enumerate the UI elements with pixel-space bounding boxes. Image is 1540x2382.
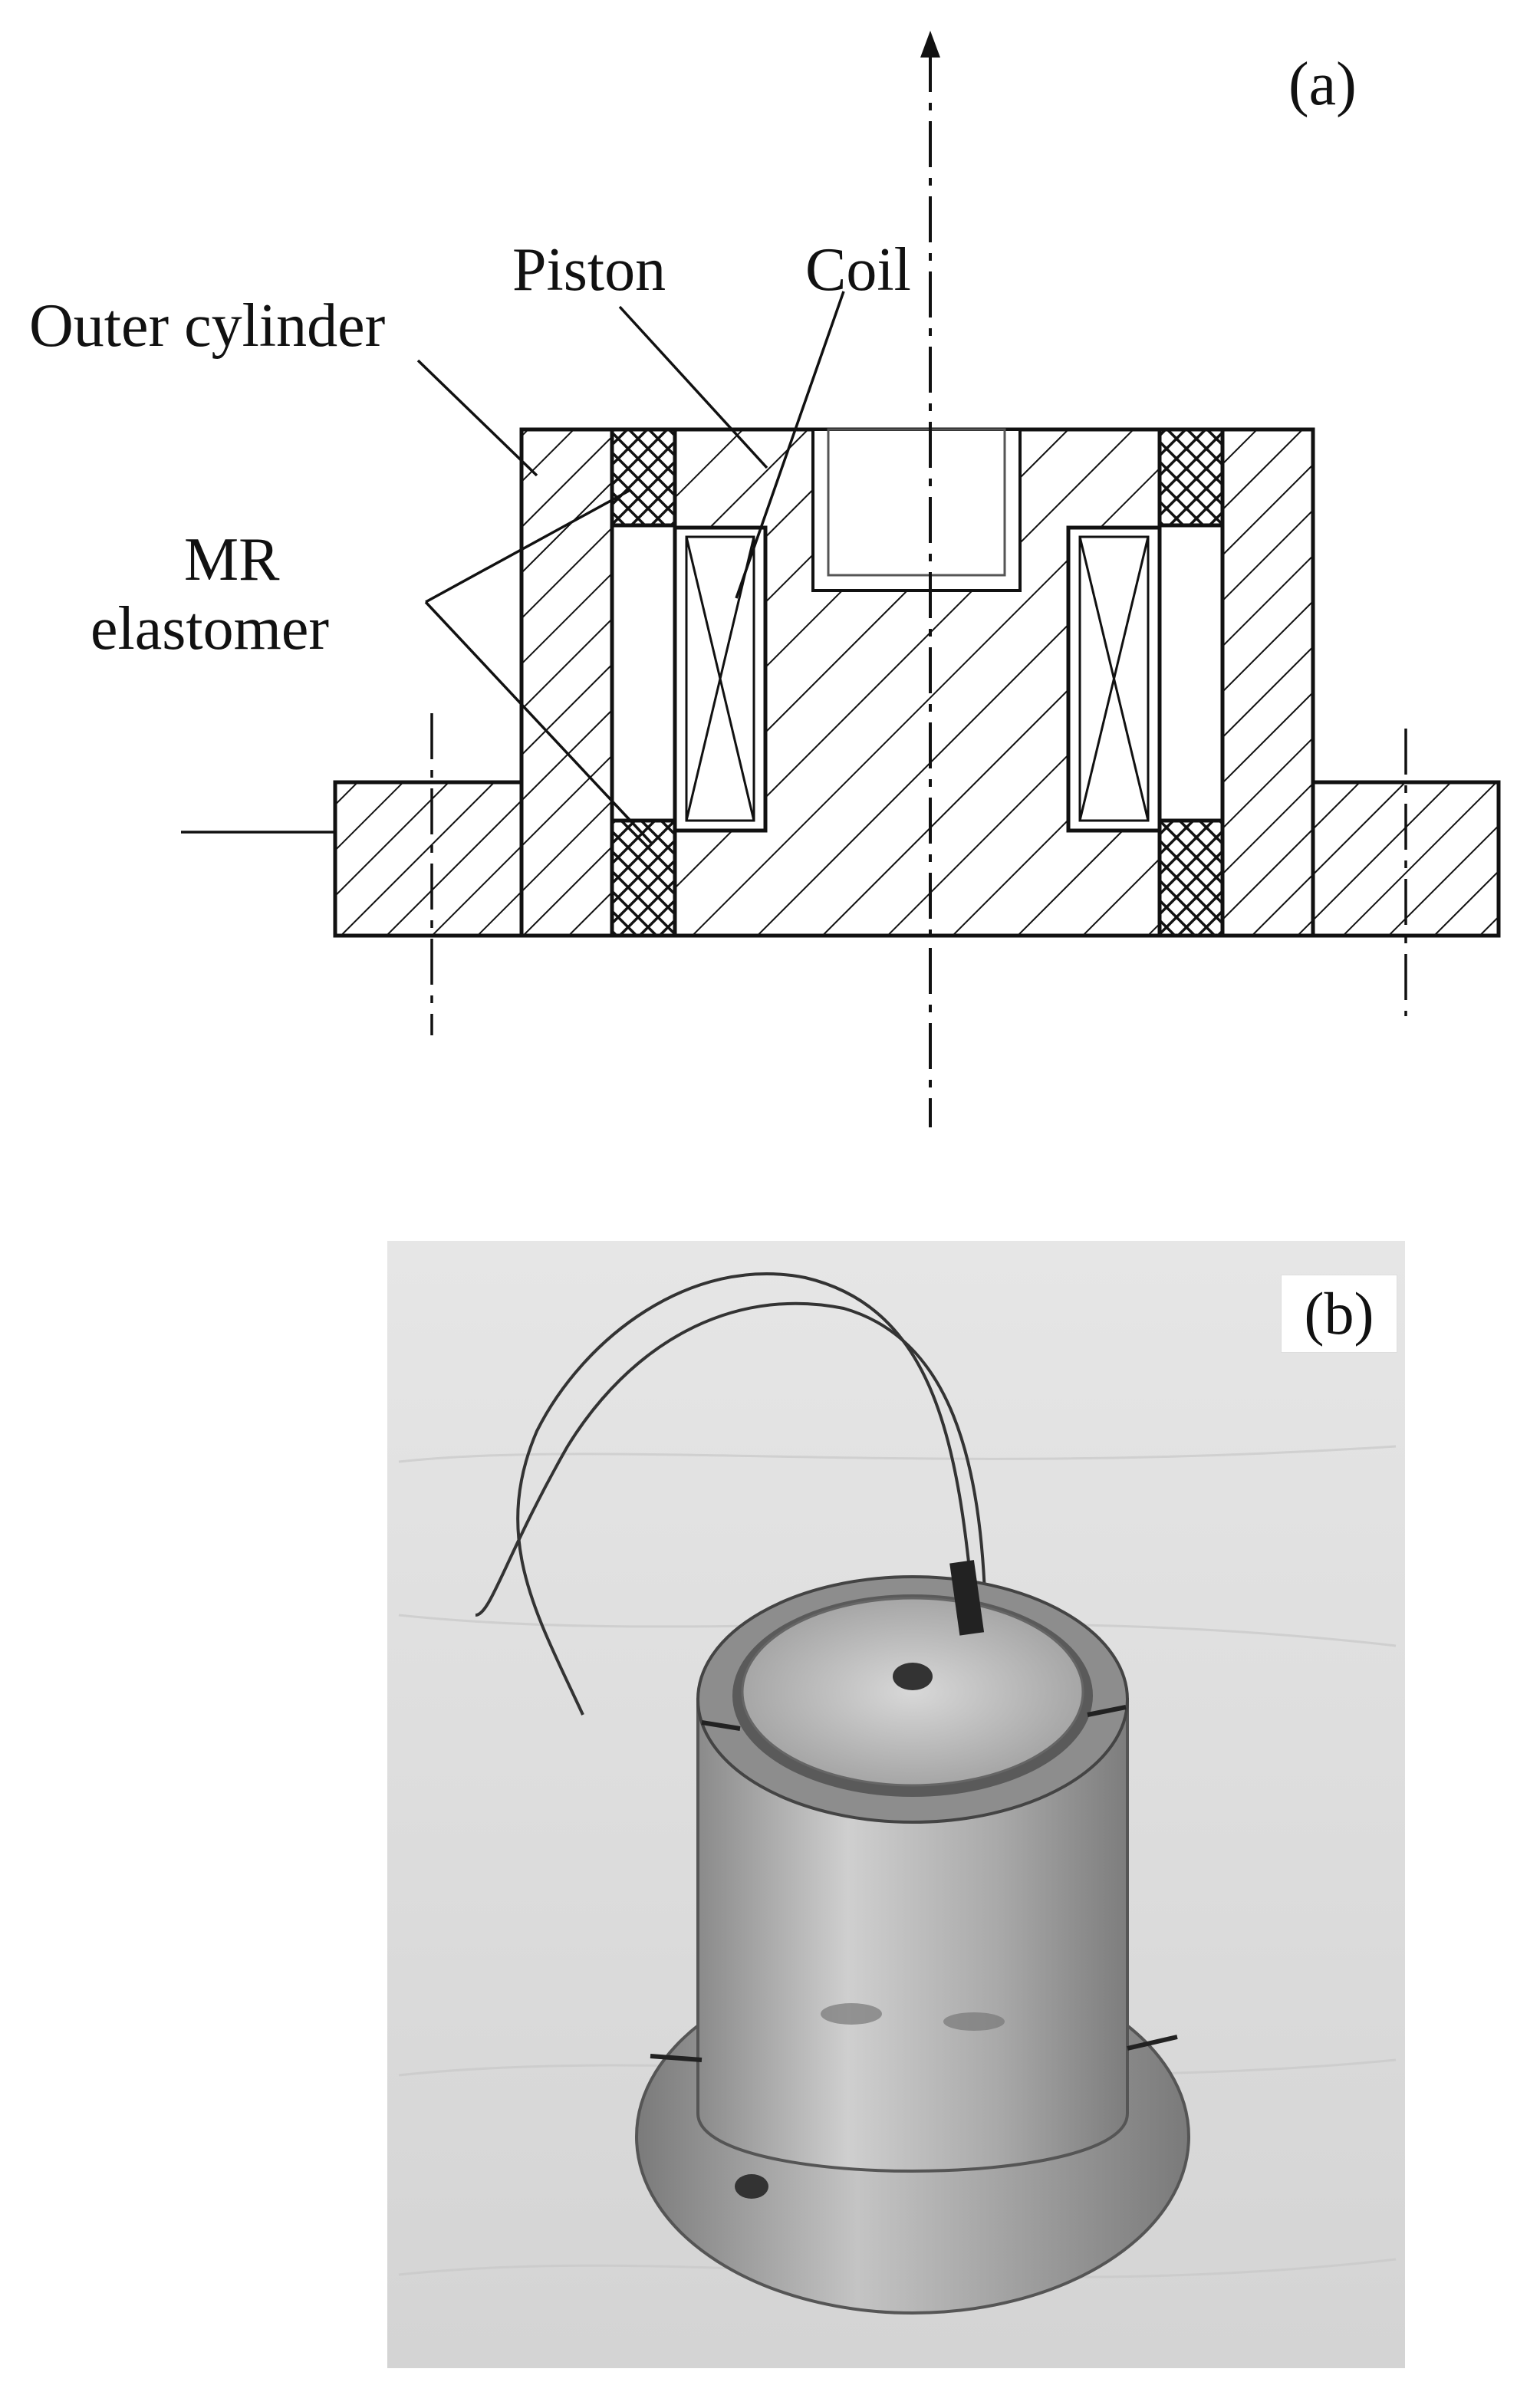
outer-cylinder [333,427,1501,938]
label-outer-cylinder: Outer cylinder [29,292,386,360]
panel-a-tag: (a) [1288,51,1357,118]
label-coil: Coil [805,236,911,304]
mr-elastomer [610,427,1225,938]
coil [673,525,1162,833]
device-photo [387,1241,1405,2368]
piston [673,427,1162,938]
label-elastomer: elastomer [90,595,329,663]
leader-lines [416,291,845,845]
panel-b-tag: (b) [1281,1275,1397,1353]
label-mr: MR [184,526,280,594]
center-axis [920,31,940,1127]
cross-section-diagram [181,31,1501,1127]
label-piston: Piston [512,236,666,304]
